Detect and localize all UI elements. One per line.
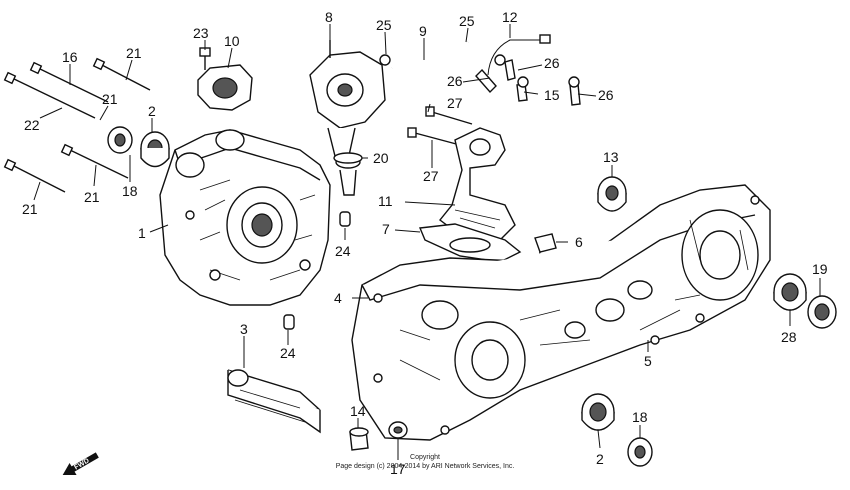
cable-part-12	[475, 34, 581, 106]
callout-12: 12	[502, 9, 518, 25]
callout-27: 27	[447, 95, 463, 111]
bolts-27	[407, 106, 473, 146]
callout-21: 21	[102, 91, 118, 107]
part-3-screen	[227, 369, 321, 434]
callout-2: 2	[148, 103, 156, 119]
dowel-pins	[283, 211, 351, 330]
bracket-part-11	[439, 127, 516, 241]
callout-17: 17	[390, 461, 406, 477]
callout-21: 21	[22, 201, 38, 217]
copyright-line-1: Copyright	[410, 454, 440, 461]
callout-23: 23	[193, 25, 209, 41]
callout-1: 1	[138, 225, 146, 241]
bolts-left	[3, 57, 151, 193]
gasket-part-7	[418, 223, 522, 263]
callout-26: 26	[447, 73, 463, 89]
callout-28: 28	[781, 329, 797, 345]
callout-24: 24	[335, 243, 351, 259]
bearing-left	[140, 131, 170, 168]
right-crankcase	[351, 184, 771, 441]
callout-8: 8	[325, 9, 333, 25]
leader-lines	[33, 24, 821, 460]
clamp-part-10	[197, 47, 253, 111]
callout-11: 11	[378, 193, 393, 209]
plug-part-14	[349, 427, 369, 451]
callout-19: 19	[812, 261, 828, 277]
callout-18: 18	[632, 409, 648, 425]
bearing-part-28	[773, 273, 807, 311]
oil-seal-part-19	[807, 295, 837, 329]
callout-27: 27	[423, 168, 439, 184]
callout-9: 9	[419, 23, 427, 39]
left-crankcase	[159, 129, 331, 306]
callout-16: 16	[62, 49, 78, 65]
callout-22: 22	[24, 117, 40, 133]
oil-seal-left	[107, 126, 133, 154]
oil-pump-part-8	[309, 40, 391, 196]
callout-25: 25	[459, 13, 475, 29]
callout-6: 6	[575, 234, 583, 250]
callout-21: 21	[126, 45, 142, 61]
callout-26: 26	[598, 87, 614, 103]
copyright-line-2: Page design (c) 2004-2014 by ARI Network…	[336, 463, 515, 470]
callout-4: 4	[334, 290, 342, 306]
fwd-arrow: FWD	[62, 452, 99, 476]
callout-7: 7	[382, 221, 390, 237]
callout-3: 3	[240, 321, 248, 337]
fwd-label: FWD	[73, 457, 90, 471]
callout-24: 24	[280, 345, 296, 361]
callout-10: 10	[224, 33, 240, 49]
callout-18: 18	[122, 183, 138, 199]
bearing-bottom	[581, 393, 615, 431]
callout-15: 15	[544, 87, 560, 103]
washer-part-17	[388, 421, 408, 439]
hose-part-9	[391, 39, 469, 71]
callout-14: 14	[350, 403, 366, 419]
callout-2: 2	[596, 451, 604, 467]
callout-13: 13	[603, 149, 619, 165]
callout-25: 25	[376, 17, 392, 33]
callouts: 1 2 2 3 4 5 6 7 8 9 10 11 12 13 14 15 16…	[22, 9, 828, 477]
callout-26: 26	[544, 55, 560, 71]
callout-5: 5	[644, 353, 652, 369]
oil-seal-bottom	[627, 437, 653, 467]
callout-21: 21	[84, 189, 100, 205]
bushing-part-13	[597, 176, 627, 212]
o-ring-part-20	[333, 152, 363, 164]
callout-20: 20	[373, 150, 389, 166]
